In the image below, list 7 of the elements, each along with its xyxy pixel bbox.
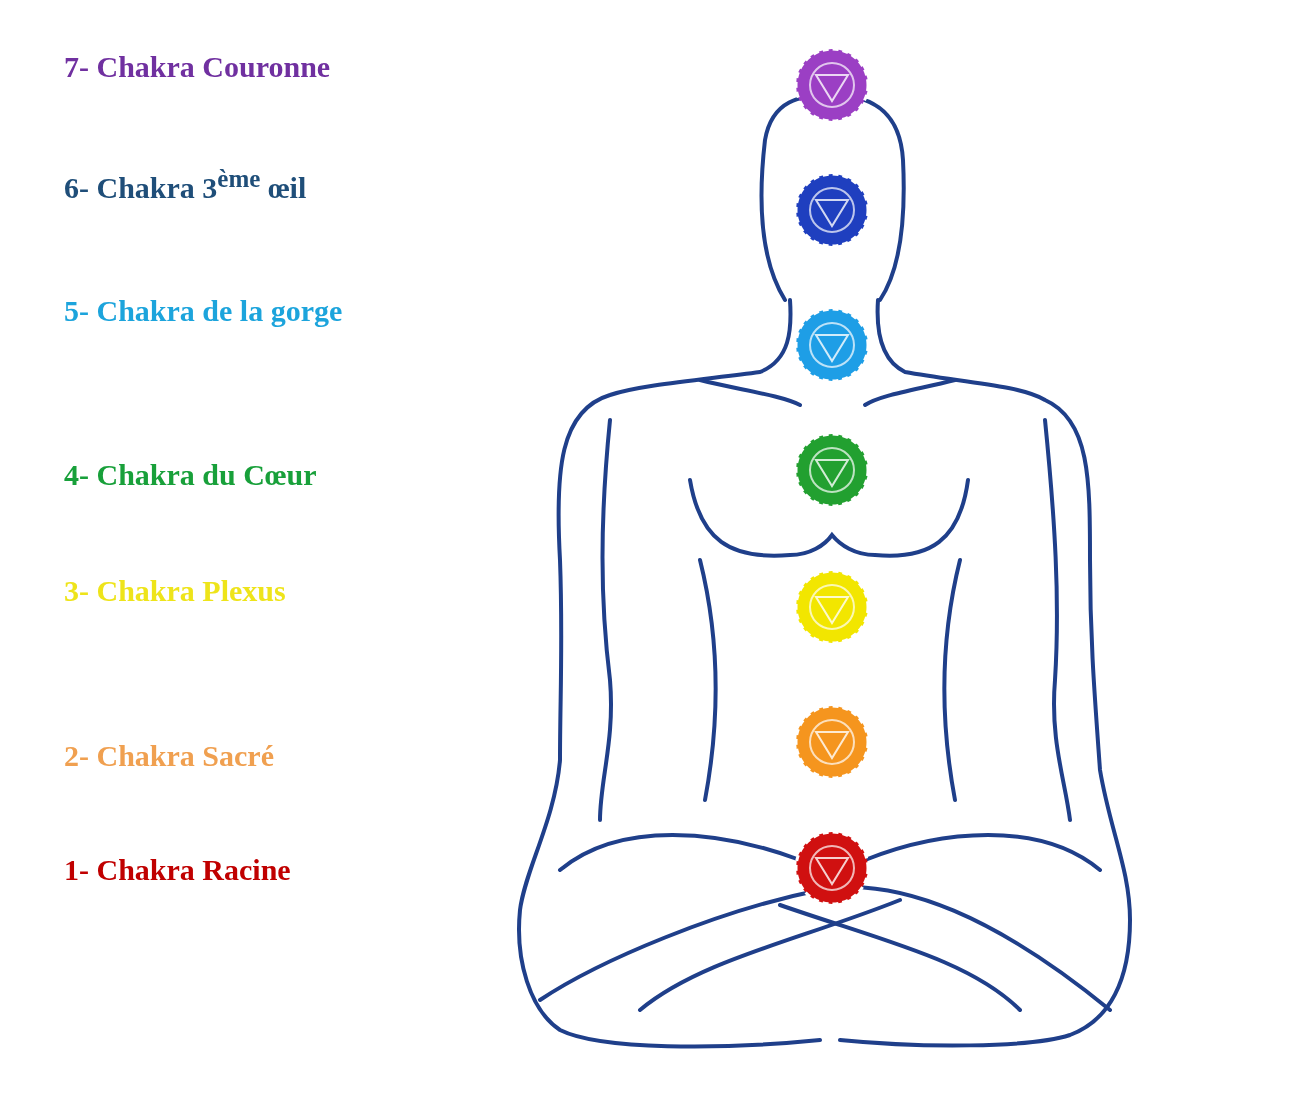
chakra-label: 7- Chakra Couronne	[64, 50, 331, 83]
chakra-label: 4- Chakra du Cœur	[64, 458, 317, 491]
chakra-label: 2- Chakra Sacré	[64, 739, 274, 772]
chakra-label: 6- Chakra 3$^{ème}$ œil	[64, 165, 307, 204]
chakra-label: 3- Chakra Plexus	[64, 574, 286, 607]
chakra-label: 1- Chakra Racine	[64, 853, 291, 886]
chakra-label: 5- Chakra de la gorge	[64, 294, 343, 327]
